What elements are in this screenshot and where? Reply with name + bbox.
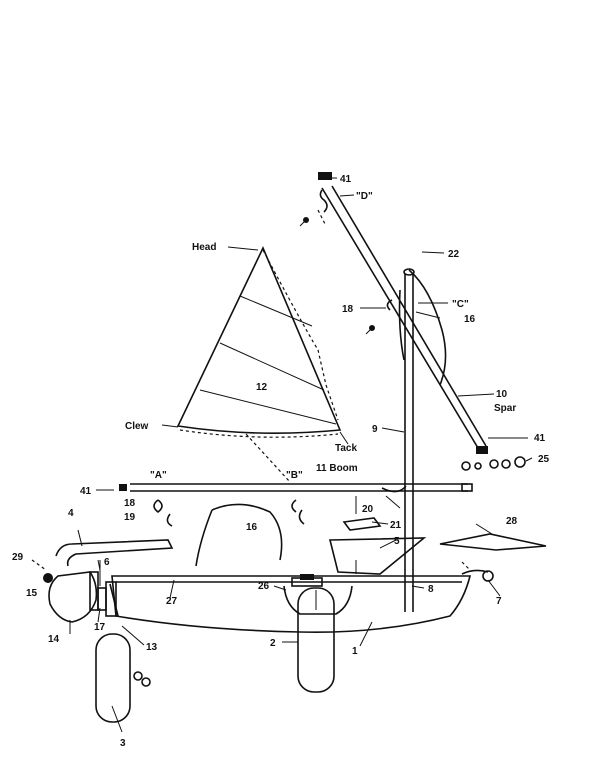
label-c: "C" (452, 299, 469, 310)
label-clew: Clew (125, 421, 149, 432)
label-41-spar-end: 41 (534, 433, 546, 444)
label-15: 15 (26, 588, 38, 599)
label-20: 20 (362, 504, 374, 515)
label-41-boom: 41 (80, 486, 92, 497)
label-26: 26 (258, 581, 270, 592)
label-16-line: 16 (246, 522, 258, 533)
label-17: 17 (94, 622, 106, 633)
label-10: 10 (496, 389, 508, 400)
rudder-assembly (31, 539, 174, 723)
label-8: 8 (428, 584, 434, 595)
label-5: 5 (394, 536, 400, 547)
label-3: 3 (120, 738, 126, 749)
label-18-boom: 18 (124, 498, 136, 509)
label-6: 6 (104, 557, 110, 568)
label-29: 29 (12, 552, 24, 563)
label-2: 2 (270, 638, 276, 649)
label-16-mast: 16 (464, 314, 476, 325)
label-27: 27 (166, 596, 178, 607)
spar-top-cap-41 (318, 172, 332, 180)
label-boom: 11 Boom (316, 463, 358, 474)
leader-lines (69, 177, 533, 733)
sail (176, 246, 342, 483)
label-7: 7 (496, 596, 502, 607)
label-19: 19 (124, 512, 136, 523)
label-21: 21 (390, 520, 402, 531)
label-28: 28 (506, 516, 518, 527)
label-41-top: 41 (340, 174, 352, 185)
plate-28 (439, 533, 547, 571)
boom (119, 456, 526, 492)
label-1: 1 (352, 646, 358, 657)
spar-end-cap-41 (476, 446, 488, 454)
deck-plate (328, 537, 427, 575)
label-tack: Tack (335, 443, 357, 454)
label-12: 12 (256, 382, 268, 393)
part-labels: Head Clew Tack 11 Boom Spar 10 12 22 41 … (12, 174, 550, 749)
label-25: 25 (538, 454, 550, 465)
label-9: 9 (372, 424, 378, 435)
label-22: 22 (448, 249, 460, 260)
hull (105, 569, 494, 633)
label-4: 4 (68, 508, 74, 519)
label-b: "B" (286, 470, 303, 481)
label-d: "D" (356, 191, 373, 202)
label-18-mast: 18 (342, 304, 354, 315)
label-head: Head (192, 242, 216, 253)
label-14: 14 (48, 634, 60, 645)
label-spar: Spar (494, 403, 516, 414)
spar (299, 172, 488, 454)
label-a: "A" (150, 470, 167, 481)
boom-hardware (153, 485, 407, 567)
label-13: 13 (146, 642, 158, 653)
centerboard (297, 587, 335, 693)
mast (365, 268, 447, 612)
